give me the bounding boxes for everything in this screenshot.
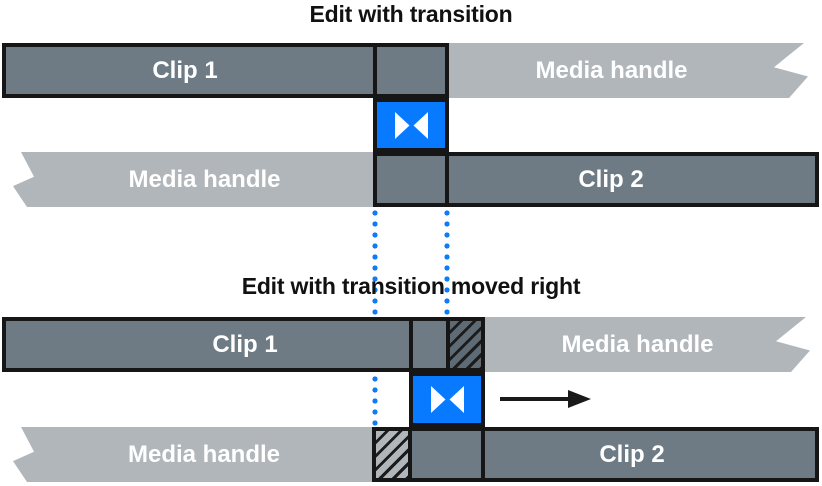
bottom-clip1-label: Clip 1 <box>212 330 278 358</box>
bottom-clip2-label: Clip 2 <box>599 440 665 468</box>
top-clip1-bar: Clip 1 <box>2 43 377 98</box>
top-clip2-label: Clip 2 <box>578 165 644 193</box>
bottom-clip1-bar: Clip 1 <box>2 317 413 372</box>
transition-bowtie-icon <box>394 111 428 139</box>
bottom-media-handle-left-bar: Media handle <box>13 427 376 482</box>
top-clip1-label: Clip 1 <box>152 56 218 84</box>
top-media-handle-right-label: Media handle <box>535 56 688 84</box>
bottom-media-handle-right-label: Media handle <box>561 330 714 358</box>
top-clip2-bar: Clip 2 <box>445 152 819 207</box>
top-transition-box <box>373 98 449 152</box>
bottom-released-handle-hatched-cell-lower <box>372 427 412 482</box>
top-media-handle-left-bar: Media handle <box>13 152 377 207</box>
bottom-media-handle-left-label: Media handle <box>127 440 281 468</box>
dotted-guide-left-lower <box>372 376 378 426</box>
bottom-edit-point-cell-lower <box>408 427 485 482</box>
bottom-consumed-handle-hatched-cell-upper <box>446 317 485 372</box>
top-media-handle-left-label: Media handle <box>128 165 281 193</box>
top-edit-point-cell-upper <box>373 43 449 98</box>
top-media-handle-right-bar: Media handle <box>449 43 808 98</box>
bottom-diagram-title: Edit with transition moved right <box>241 273 581 299</box>
transition-bowtie-icon <box>430 386 464 413</box>
bottom-edit-point-cell-upper <box>409 317 450 372</box>
top-diagram-title: Edit with transition <box>309 1 513 27</box>
dotted-guide-right <box>444 210 450 316</box>
dotted-guide-left-upper <box>372 210 378 316</box>
top-edit-point-cell-lower <box>373 152 449 207</box>
arrow-right-icon <box>500 390 591 408</box>
bottom-clip2-bar: Clip 2 <box>481 427 819 482</box>
bottom-transition-box <box>409 372 485 427</box>
bottom-media-handle-right-bar: Media handle <box>485 317 810 372</box>
